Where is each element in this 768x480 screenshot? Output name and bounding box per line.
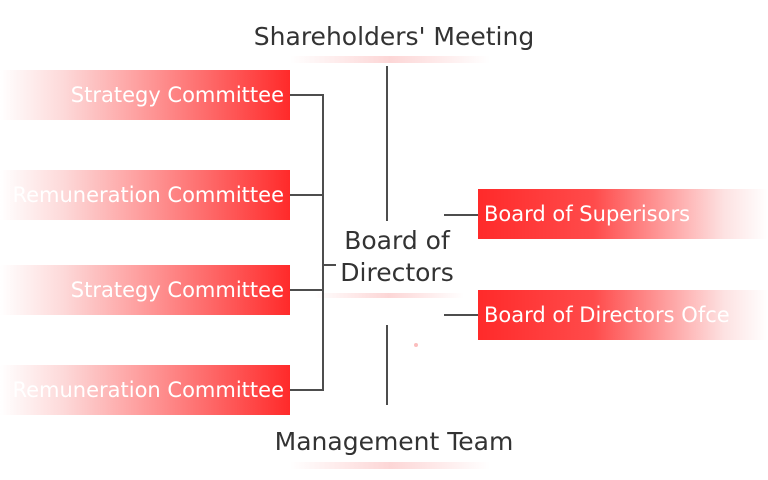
board-box-directors-office: Board of Directors Ofce [478, 290, 768, 340]
top-title: Shareholders' Meeting [253, 22, 535, 51]
committee-label: Strategy Committee [70, 83, 284, 107]
left-bracket-vertical [322, 94, 324, 390]
center-underline [314, 293, 464, 298]
committee-box-3: Strategy Committee [0, 265, 290, 315]
board-of-directors-line1: Board of [344, 226, 450, 255]
right-connector-2 [444, 314, 478, 316]
left-connector-1 [290, 94, 324, 96]
top-title-underline [290, 56, 490, 63]
committee-label: Remuneration Committee [12, 378, 284, 402]
bottom-title: Management Team [274, 427, 514, 456]
board-label: Board of Directors Ofce [484, 303, 730, 327]
committee-box-2: Remuneration Committee [0, 170, 290, 220]
right-connector-1 [444, 214, 478, 216]
left-connector-2 [290, 194, 324, 196]
bottom-title-underline [290, 462, 490, 469]
committee-label: Remuneration Committee [12, 183, 284, 207]
committee-label: Strategy Committee [70, 278, 284, 302]
spine-top [386, 66, 388, 221]
spine-bottom [386, 325, 388, 405]
decorative-dot [414, 343, 418, 347]
board-of-directors-line2: Directors [340, 258, 454, 287]
board-of-directors-label: Board of Directors [326, 225, 468, 289]
left-connector-4 [290, 389, 324, 391]
committee-box-1: Strategy Committee [0, 70, 290, 120]
board-box-supervisors: Board of Superisors [478, 189, 768, 239]
committee-box-4: Remuneration Committee [0, 365, 290, 415]
board-label: Board of Superisors [484, 202, 691, 226]
left-connector-center [322, 264, 336, 266]
left-connector-3 [290, 289, 324, 291]
